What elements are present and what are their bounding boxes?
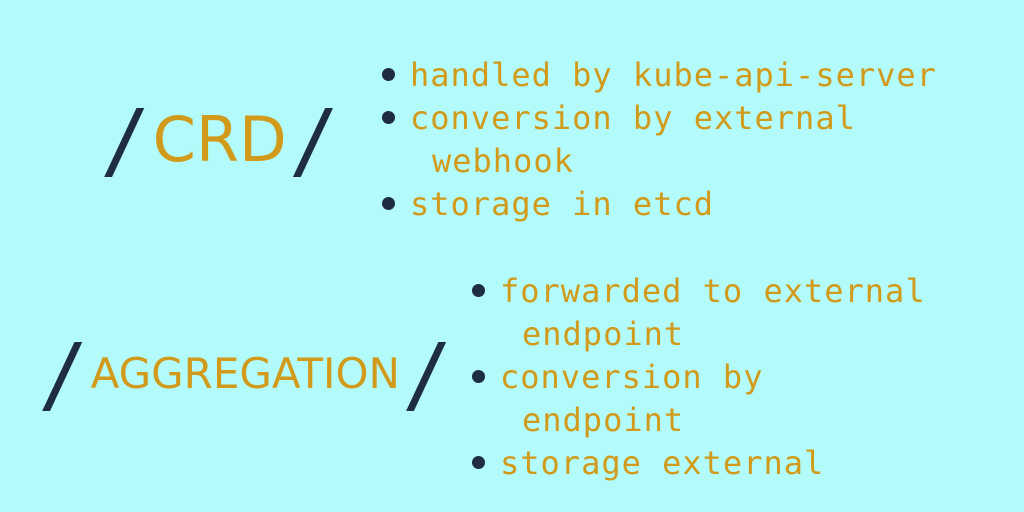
aggregation-heading: / AGGREGATION / (38, 332, 453, 416)
list-item-text: storage in etcd (410, 185, 714, 223)
crd-slash-left: / (100, 91, 151, 189)
list-item: forwarded to external endpoint (472, 270, 926, 356)
bullet-dot-icon (472, 284, 485, 297)
bullet-dot-icon (382, 111, 395, 124)
bullet-dot-icon (472, 456, 485, 469)
list-item: storage in etcd (382, 183, 937, 226)
bullet-dot-icon (382, 197, 395, 210)
crd-bullet-list: handled by kube-api-server conversion by… (382, 54, 937, 226)
aggregation-slash-left: / (38, 325, 89, 423)
list-item: storage external (472, 442, 926, 485)
aggregation-bullet-list: forwarded to external endpoint conversio… (472, 270, 926, 485)
aggregation-title: AGGREGATION (90, 349, 400, 398)
list-item-text: handled by kube-api-server (410, 56, 937, 94)
crd-heading: / CRD / (100, 98, 339, 182)
bullet-dot-icon (382, 68, 395, 81)
crd-title: CRD (152, 103, 287, 176)
crd-slash-right: / (288, 91, 340, 189)
list-item-continuation: endpoint (522, 401, 685, 439)
list-item: conversion by external webhook (382, 97, 937, 183)
list-item-text: conversion by (500, 358, 764, 396)
list-item-text: conversion by external (410, 99, 856, 137)
list-item-text: forwarded to external (500, 272, 926, 310)
list-item: conversion by endpoint (472, 356, 926, 442)
list-item-text: storage external (500, 444, 825, 482)
list-item-continuation: endpoint (522, 315, 685, 353)
aggregation-slash-right: / (401, 325, 453, 423)
list-item-continuation: webhook (432, 142, 574, 180)
bullet-dot-icon (472, 370, 485, 383)
list-item: handled by kube-api-server (382, 54, 937, 97)
